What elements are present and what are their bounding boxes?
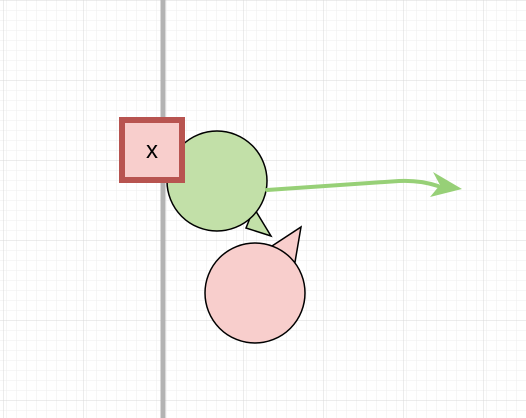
pink-bubble-body [204, 242, 306, 344]
close-box[interactable]: x [119, 117, 185, 183]
arrowhead-icon [430, 172, 462, 197]
green-speech-bubble[interactable] [166, 130, 273, 238]
arrow-line [265, 178, 440, 192]
connector-arrow[interactable] [265, 172, 462, 197]
close-box-frame [119, 117, 185, 183]
close-icon: x [146, 137, 158, 164]
pink-speech-bubble[interactable] [204, 225, 306, 344]
